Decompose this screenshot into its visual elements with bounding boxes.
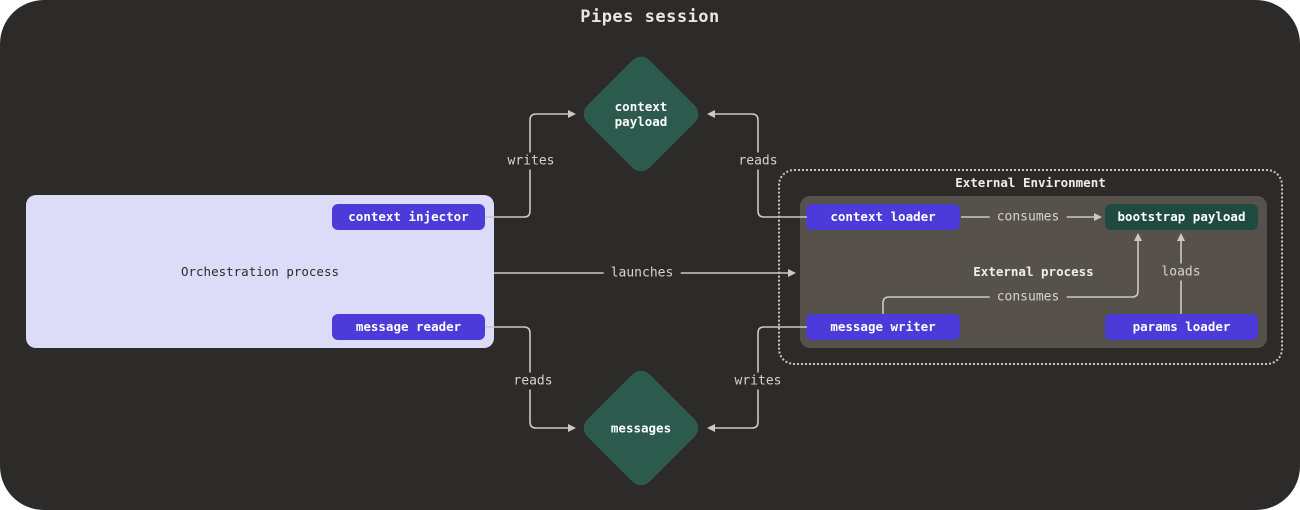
bootstrap-payload-node: bootstrap payload	[1105, 204, 1258, 230]
edge-label-writes-top: writes	[500, 152, 562, 170]
edge-label-consumes-bottom: consumes	[989, 288, 1067, 306]
edge-label-consumes-top: consumes	[989, 208, 1067, 226]
edge-label-loads: loads	[1154, 263, 1208, 281]
external-environment-group	[778, 169, 1283, 365]
edge-label-writes-bottom: writes	[727, 372, 789, 390]
diagram-title: Pipes session	[580, 7, 720, 27]
context-injector-node: context injector	[332, 204, 485, 230]
edge-label-reads-bottom: reads	[506, 372, 560, 390]
messages-label: messages	[610, 420, 672, 436]
orchestration-process-label: Orchestration process	[180, 264, 340, 279]
edge-label-reads-top: reads	[731, 152, 785, 170]
message-writer-node: message writer	[806, 314, 960, 340]
message-reader-node: message reader	[332, 314, 485, 340]
edge-label-launches: launches	[603, 264, 681, 282]
params-loader-node: params loader	[1105, 314, 1258, 340]
external-environment-label: External Environment	[955, 175, 1106, 190]
context-loader-node: context loader	[806, 204, 960, 230]
context-payload-label: context payload	[614, 99, 668, 129]
